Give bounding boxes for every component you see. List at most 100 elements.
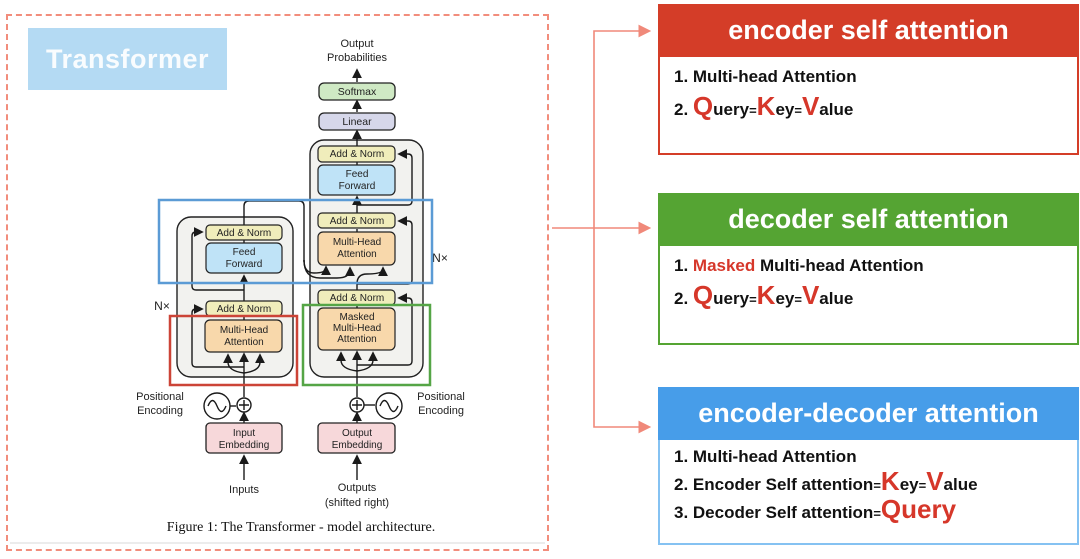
decoder-self-attention-highlight [301, 303, 432, 387]
svg-text:Forward: Forward [226, 259, 263, 270]
svg-text:Output: Output [342, 428, 372, 439]
svg-text:Multi-Head: Multi-Head [333, 323, 381, 334]
encoder-self-attention-highlight [168, 314, 299, 387]
svg-text:Multi-Head: Multi-Head [333, 237, 381, 248]
svg-text:Attention: Attention [224, 337, 263, 348]
text-segment: Q [692, 91, 714, 122]
panel-body: 1. Multi-head Attention 2. Query=Key=Val… [658, 57, 1079, 155]
text-segment: 2. [674, 100, 693, 120]
encoder-feed-forward-box: Feed Forward [205, 242, 283, 274]
positional-encoding-right-glyph [349, 392, 403, 420]
svg-text:Linear: Linear [342, 116, 372, 128]
svg-text:Add & Norm: Add & Norm [217, 304, 271, 315]
panel-decoder-self-attention: decoder self attention 1. Masked Multi-h… [658, 193, 1079, 345]
text-segment: V [801, 91, 820, 122]
positional-encoding-left-glyph [203, 392, 252, 420]
svg-text:Attention: Attention [337, 334, 376, 345]
svg-text:Attention: Attention [337, 249, 376, 260]
masked-multi-head-attention-box: Masked Multi-Head Attention [317, 307, 396, 351]
text-segment: = [918, 478, 927, 494]
svg-text:Encoding: Encoding [418, 405, 464, 417]
svg-text:Outputs: Outputs [338, 482, 377, 494]
svg-text:Input: Input [233, 428, 255, 439]
text-segment: ey [775, 100, 795, 120]
diagram-labels: Output Probabilities N× N× Positional En… [136, 38, 465, 509]
decoder-add-norm-mid: Add & Norm [317, 212, 396, 229]
svg-text:Masked: Masked [339, 312, 374, 323]
svg-text:Add & Norm: Add & Norm [330, 216, 384, 227]
panel-line: 2. Query=Key=Value [674, 282, 1063, 309]
text-segment: 1. Multi-head Attention [674, 67, 857, 86]
svg-text:Inputs: Inputs [229, 484, 259, 496]
panel-title: encoder-decoder attention [658, 387, 1079, 440]
arrow-to-encoder-self-attention [593, 24, 652, 228]
svg-text:Positional: Positional [417, 391, 465, 403]
encoder-decoder-attention-highlight [157, 198, 434, 285]
text-segment: alue [819, 289, 854, 309]
text-segment: alue [943, 475, 978, 495]
input-embedding-box: Input Embedding [205, 422, 283, 454]
text-segment: K [880, 466, 900, 497]
text-segment: uery [713, 289, 750, 309]
text-segment: Q [692, 280, 714, 311]
svg-text:Encoding: Encoding [137, 405, 183, 417]
text-segment: 3. Decoder Self attention [674, 503, 874, 523]
text-segment: = [873, 478, 881, 494]
svg-text:Add & Norm: Add & Norm [330, 149, 384, 160]
panel-encoder-decoder-attention: encoder-decoder attention 1. Multi-head … [658, 387, 1079, 545]
decoder-add-norm-top: Add & Norm [317, 145, 396, 163]
text-segment: V [801, 280, 820, 311]
svg-text:Output: Output [340, 38, 373, 50]
text-segment: K [756, 280, 776, 311]
text-segment: K [756, 91, 776, 122]
svg-text:Embedding: Embedding [332, 440, 383, 451]
text-segment: = [794, 292, 802, 308]
text-segment: = [794, 103, 802, 119]
svg-text:Add & Norm: Add & Norm [330, 293, 384, 304]
panel-line: 2. Query=Key=Value [674, 93, 1063, 120]
encoder-add-norm-top: Add & Norm [205, 224, 283, 241]
svg-text:Multi-Head: Multi-Head [220, 325, 268, 336]
panel-encoder-self-attention: encoder self attention 1. Multi-head Att… [658, 4, 1079, 155]
svg-text:Feed: Feed [346, 169, 369, 180]
text-segment: uery [713, 100, 750, 120]
flow-arrows [191, 68, 413, 480]
panel-line: 3. Decoder Self attention=Query [674, 496, 1063, 523]
svg-text:Positional: Positional [136, 391, 184, 403]
text-segment: V [926, 466, 944, 497]
text-segment: = [749, 103, 757, 119]
panel-line: 1. Multi-head Attention [674, 66, 1063, 87]
transformer-title-badge: Transformer [28, 28, 227, 90]
nx-left-label: N× [154, 299, 170, 313]
panel-line: 1. Masked Multi-head Attention [674, 255, 1063, 276]
panel-body: 1. Multi-head Attention 2. Encoder Self … [658, 440, 1079, 545]
decoder-multi-head-attention-box: Multi-Head Attention [317, 231, 396, 266]
panel-title: decoder self attention [658, 193, 1079, 246]
transformer-architecture-diagram: Softmax Linear Add & Norm Feed Forward A… [10, 38, 545, 544]
svg-text:Feed: Feed [233, 247, 256, 258]
encoder-multi-head-attention-box: Multi-Head Attention [204, 319, 283, 353]
text-segment: Multi-head Attention [755, 256, 924, 275]
text-segment: = [873, 506, 881, 522]
text-segment: 2. Encoder Self attention [674, 475, 874, 495]
text-segment: 2. [674, 289, 693, 309]
panel-line: 2. Encoder Self attention=Key=Value [674, 468, 1063, 495]
panel-line: 1. Multi-head Attention [674, 447, 1063, 467]
arrow-to-encoder-decoder-attention [593, 228, 652, 434]
figure-caption: Figure 1: The Transformer - model archit… [167, 520, 435, 535]
svg-text:Probabilities: Probabilities [327, 52, 387, 64]
panel-title: encoder self attention [658, 4, 1079, 57]
svg-text:Add & Norm: Add & Norm [217, 228, 271, 239]
text-segment: alue [819, 100, 854, 120]
linear-box: Linear [318, 112, 396, 131]
text-segment: Query [880, 494, 957, 525]
nx-right-label: N× [432, 251, 448, 265]
svg-text:(shifted right): (shifted right) [325, 497, 389, 509]
text-segment: ey [775, 289, 795, 309]
svg-text:Forward: Forward [339, 181, 376, 192]
svg-text:Embedding: Embedding [219, 440, 270, 451]
text-segment: Masked [692, 256, 756, 275]
svg-text:Softmax: Softmax [338, 86, 377, 98]
